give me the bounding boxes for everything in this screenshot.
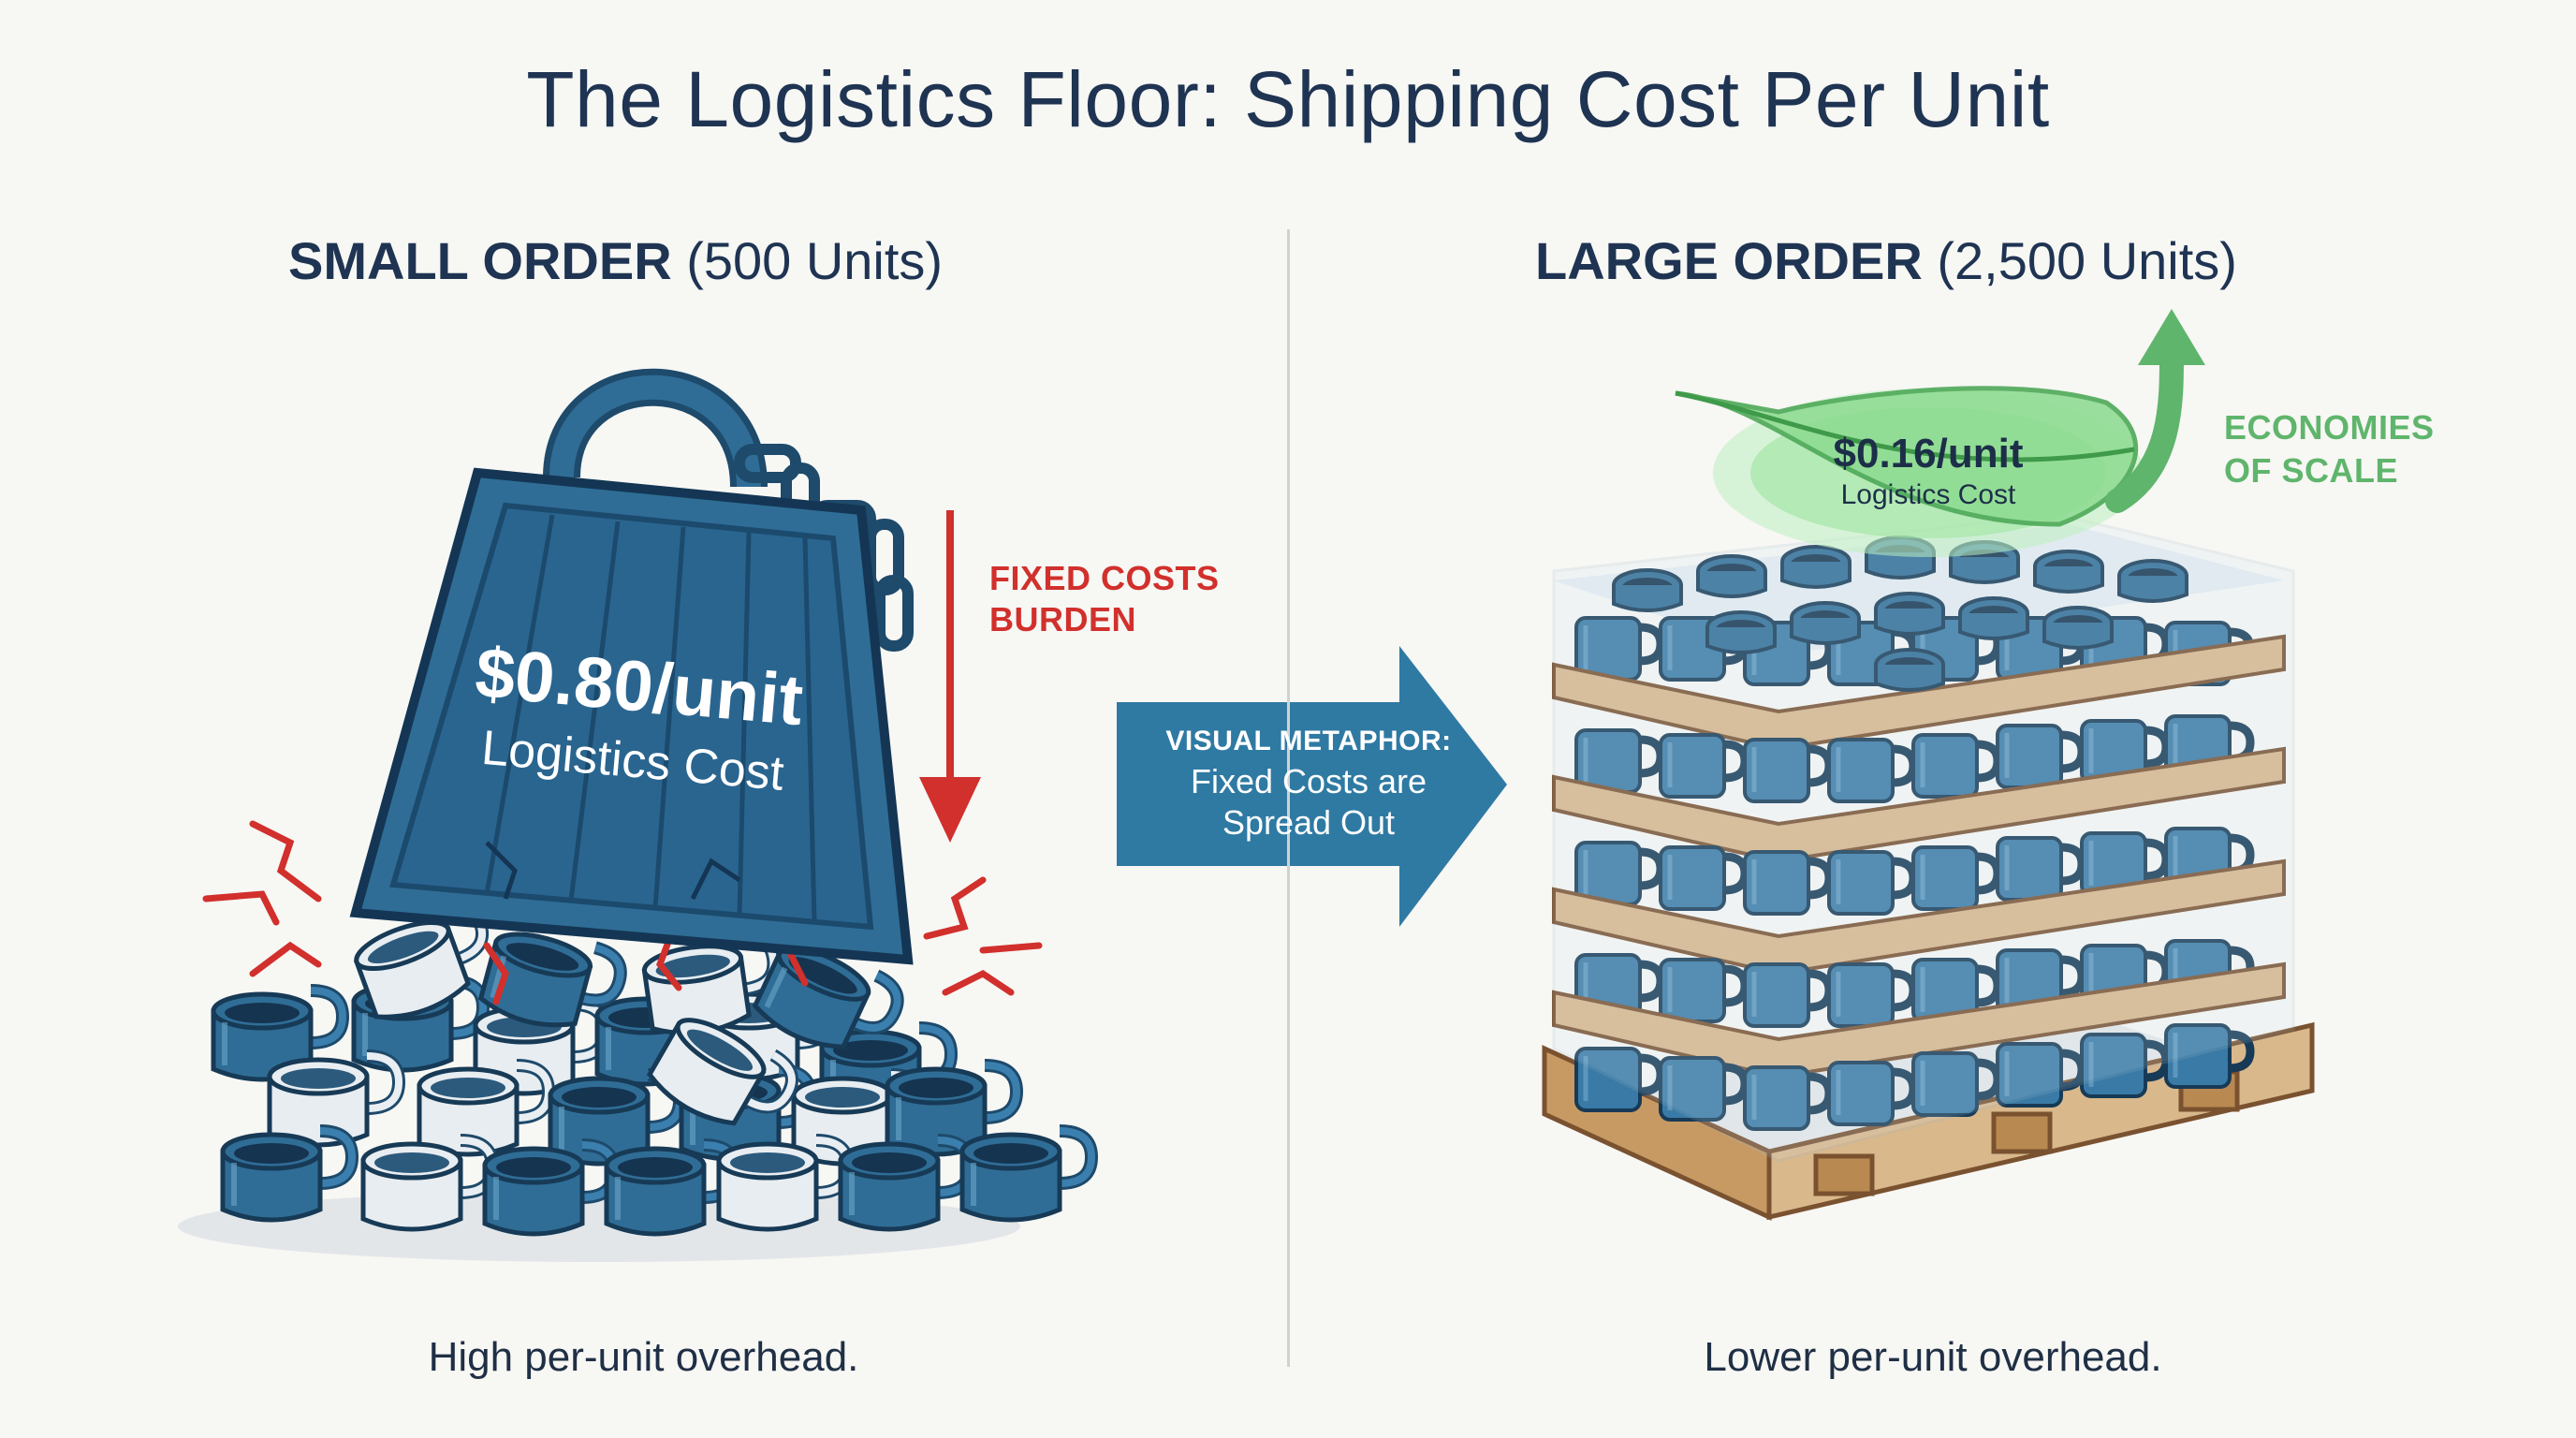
small-order-heading: SMALL ORDER (500 Units) — [288, 230, 943, 291]
burden-line-2: BURDEN — [989, 600, 1137, 638]
metaphor-body: Fixed Costs are Spread Out — [1191, 761, 1427, 844]
page-title: The Logistics Floor: Shipping Cost Per U… — [526, 55, 2050, 143]
weight-icon — [349, 368, 914, 965]
scale-line-2: OF SCALE — [2224, 451, 2399, 490]
visual-metaphor-label: VISUAL METAPHOR: Fixed Costs are Spread … — [1117, 702, 1500, 866]
feather-label: $0.16/unit Logistics Cost — [1741, 431, 2115, 511]
small-order-units: (500 Units) — [686, 231, 944, 290]
small-order-caption: High per-unit overhead. — [428, 1334, 859, 1380]
up-arrow-icon — [2105, 309, 2205, 513]
metaphor-title: VISUAL METAPHOR: — [1165, 725, 1452, 756]
large-order-caption: Lower per-unit overhead. — [1704, 1334, 2162, 1380]
mug-stack — [1552, 513, 2295, 1163]
mug-pile — [213, 899, 1091, 1234]
economies-of-scale-label: ECONOMIES OF SCALE — [2224, 406, 2435, 492]
right-arrow-icon — [1117, 646, 1507, 927]
metaphor-line-2: Spread Out — [1222, 802, 1396, 842]
large-order-price: $0.16/unit — [1833, 431, 2024, 477]
large-order-price-label: Logistics Cost — [1840, 479, 2016, 510]
small-order-label: SMALL ORDER — [288, 231, 672, 290]
large-order-units: (2,500 Units) — [1937, 231, 2237, 290]
scale-line-1: ECONOMIES — [2224, 408, 2435, 447]
burden-line-1: FIXED COSTS — [989, 559, 1220, 597]
large-order-heading: LARGE ORDER (2,500 Units) — [1535, 230, 2237, 291]
down-arrow-icon — [919, 510, 981, 843]
fixed-costs-burden-label: FIXED COSTS BURDEN — [989, 558, 1220, 640]
large-order-label: LARGE ORDER — [1535, 231, 1923, 290]
feather-icon — [1675, 386, 2144, 557]
section-divider — [1287, 229, 1290, 1367]
metaphor-line-1: Fixed Costs are — [1190, 761, 1427, 800]
